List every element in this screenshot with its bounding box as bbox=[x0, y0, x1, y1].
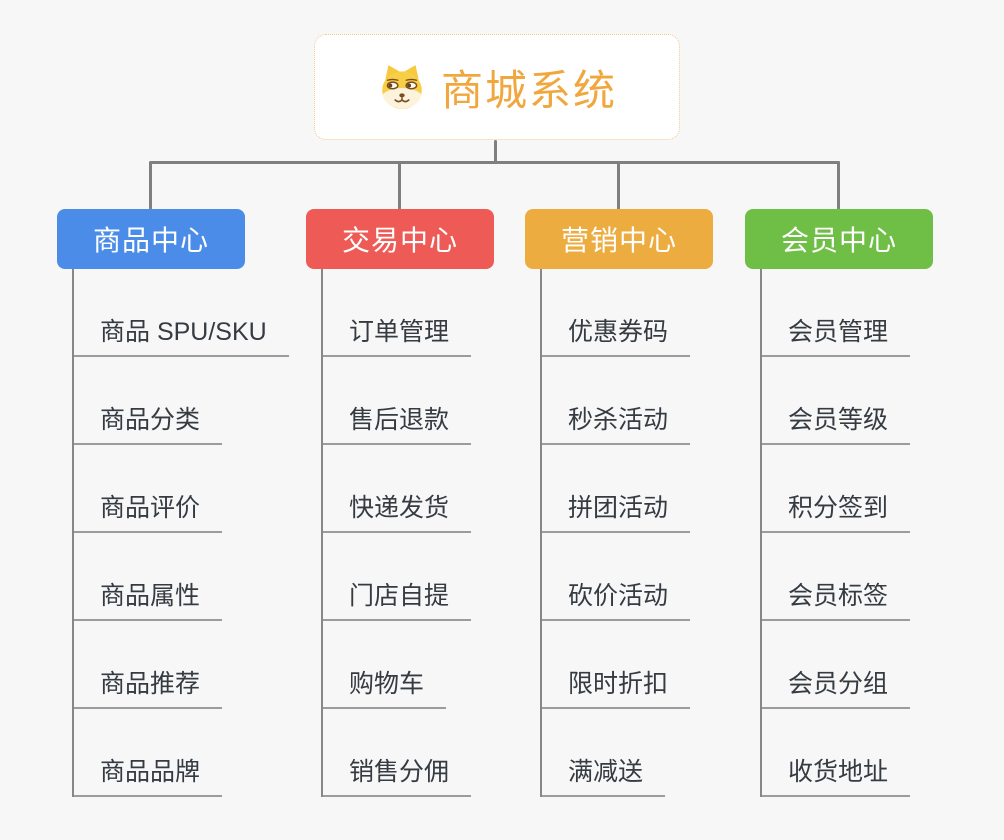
root-node[interactable]: 商城系统 bbox=[314, 34, 680, 140]
leaf-item[interactable]: 会员标签 bbox=[762, 533, 965, 621]
leaf-item[interactable]: 收货地址 bbox=[762, 709, 965, 797]
connector-line bbox=[837, 161, 840, 210]
leaf-item[interactable]: 商品 SPU/SKU bbox=[74, 269, 289, 357]
leaf-item[interactable]: 会员分组 bbox=[762, 621, 965, 709]
leaf-list: 商品 SPU/SKU 商品分类 商品评价 商品属性 商品推荐 商品品牌 bbox=[72, 269, 289, 797]
branch-node[interactable]: 商品中心 bbox=[57, 209, 245, 269]
branch-node[interactable]: 营销中心 bbox=[525, 209, 713, 269]
leaf-item[interactable]: 砍价活动 bbox=[542, 533, 745, 621]
leaf-item[interactable]: 限时折扣 bbox=[542, 621, 745, 709]
branch-marketing-center: 营销中心 优惠券码 秒杀活动 拼团活动 砍价活动 限时折扣 满减送 bbox=[525, 209, 745, 797]
leaf-item[interactable]: 积分签到 bbox=[762, 445, 965, 533]
leaf-item[interactable]: 商品推荐 bbox=[74, 621, 277, 709]
leaf-list: 订单管理 售后退款 快递发货 门店自提 购物车 销售分佣 bbox=[321, 269, 526, 797]
branch-node[interactable]: 会员中心 bbox=[745, 209, 933, 269]
dog-face-icon bbox=[382, 65, 422, 109]
leaf-item[interactable]: 秒杀活动 bbox=[542, 357, 745, 445]
leaf-list: 会员管理 会员等级 积分签到 会员标签 会员分组 收货地址 bbox=[760, 269, 965, 797]
branch-trade-center: 交易中心 订单管理 售后退款 快递发货 门店自提 购物车 销售分佣 bbox=[306, 209, 526, 797]
leaf-list: 优惠券码 秒杀活动 拼团活动 砍价活动 限时折扣 满减送 bbox=[540, 269, 745, 797]
leaf-item[interactable]: 门店自提 bbox=[323, 533, 526, 621]
connector-line bbox=[149, 161, 152, 210]
leaf-item[interactable]: 商品属性 bbox=[74, 533, 277, 621]
connector-line bbox=[494, 140, 497, 164]
connector-line bbox=[617, 161, 620, 210]
leaf-item[interactable]: 商品分类 bbox=[74, 357, 277, 445]
leaf-item[interactable]: 优惠券码 bbox=[542, 269, 745, 357]
connector-line bbox=[398, 161, 401, 210]
branch-product-center: 商品中心 商品 SPU/SKU 商品分类 商品评价 商品属性 商品推荐 商品品牌 bbox=[57, 209, 289, 797]
leaf-item[interactable]: 快递发货 bbox=[323, 445, 526, 533]
branch-node[interactable]: 交易中心 bbox=[306, 209, 494, 269]
branch-member-center: 会员中心 会员管理 会员等级 积分签到 会员标签 会员分组 收货地址 bbox=[745, 209, 965, 797]
leaf-item[interactable]: 售后退款 bbox=[323, 357, 526, 445]
leaf-item[interactable]: 销售分佣 bbox=[323, 709, 526, 797]
connector-line bbox=[150, 161, 840, 164]
leaf-item[interactable]: 拼团活动 bbox=[542, 445, 745, 533]
leaf-item[interactable]: 订单管理 bbox=[323, 269, 526, 357]
leaf-item[interactable]: 商品评价 bbox=[74, 445, 277, 533]
root-node-label: 商城系统 bbox=[440, 66, 617, 114]
leaf-item[interactable]: 会员等级 bbox=[762, 357, 965, 445]
leaf-item[interactable]: 满减送 bbox=[542, 709, 745, 797]
leaf-item[interactable]: 商品品牌 bbox=[74, 709, 277, 797]
leaf-item[interactable]: 会员管理 bbox=[762, 269, 965, 357]
leaf-item[interactable]: 购物车 bbox=[323, 621, 526, 709]
